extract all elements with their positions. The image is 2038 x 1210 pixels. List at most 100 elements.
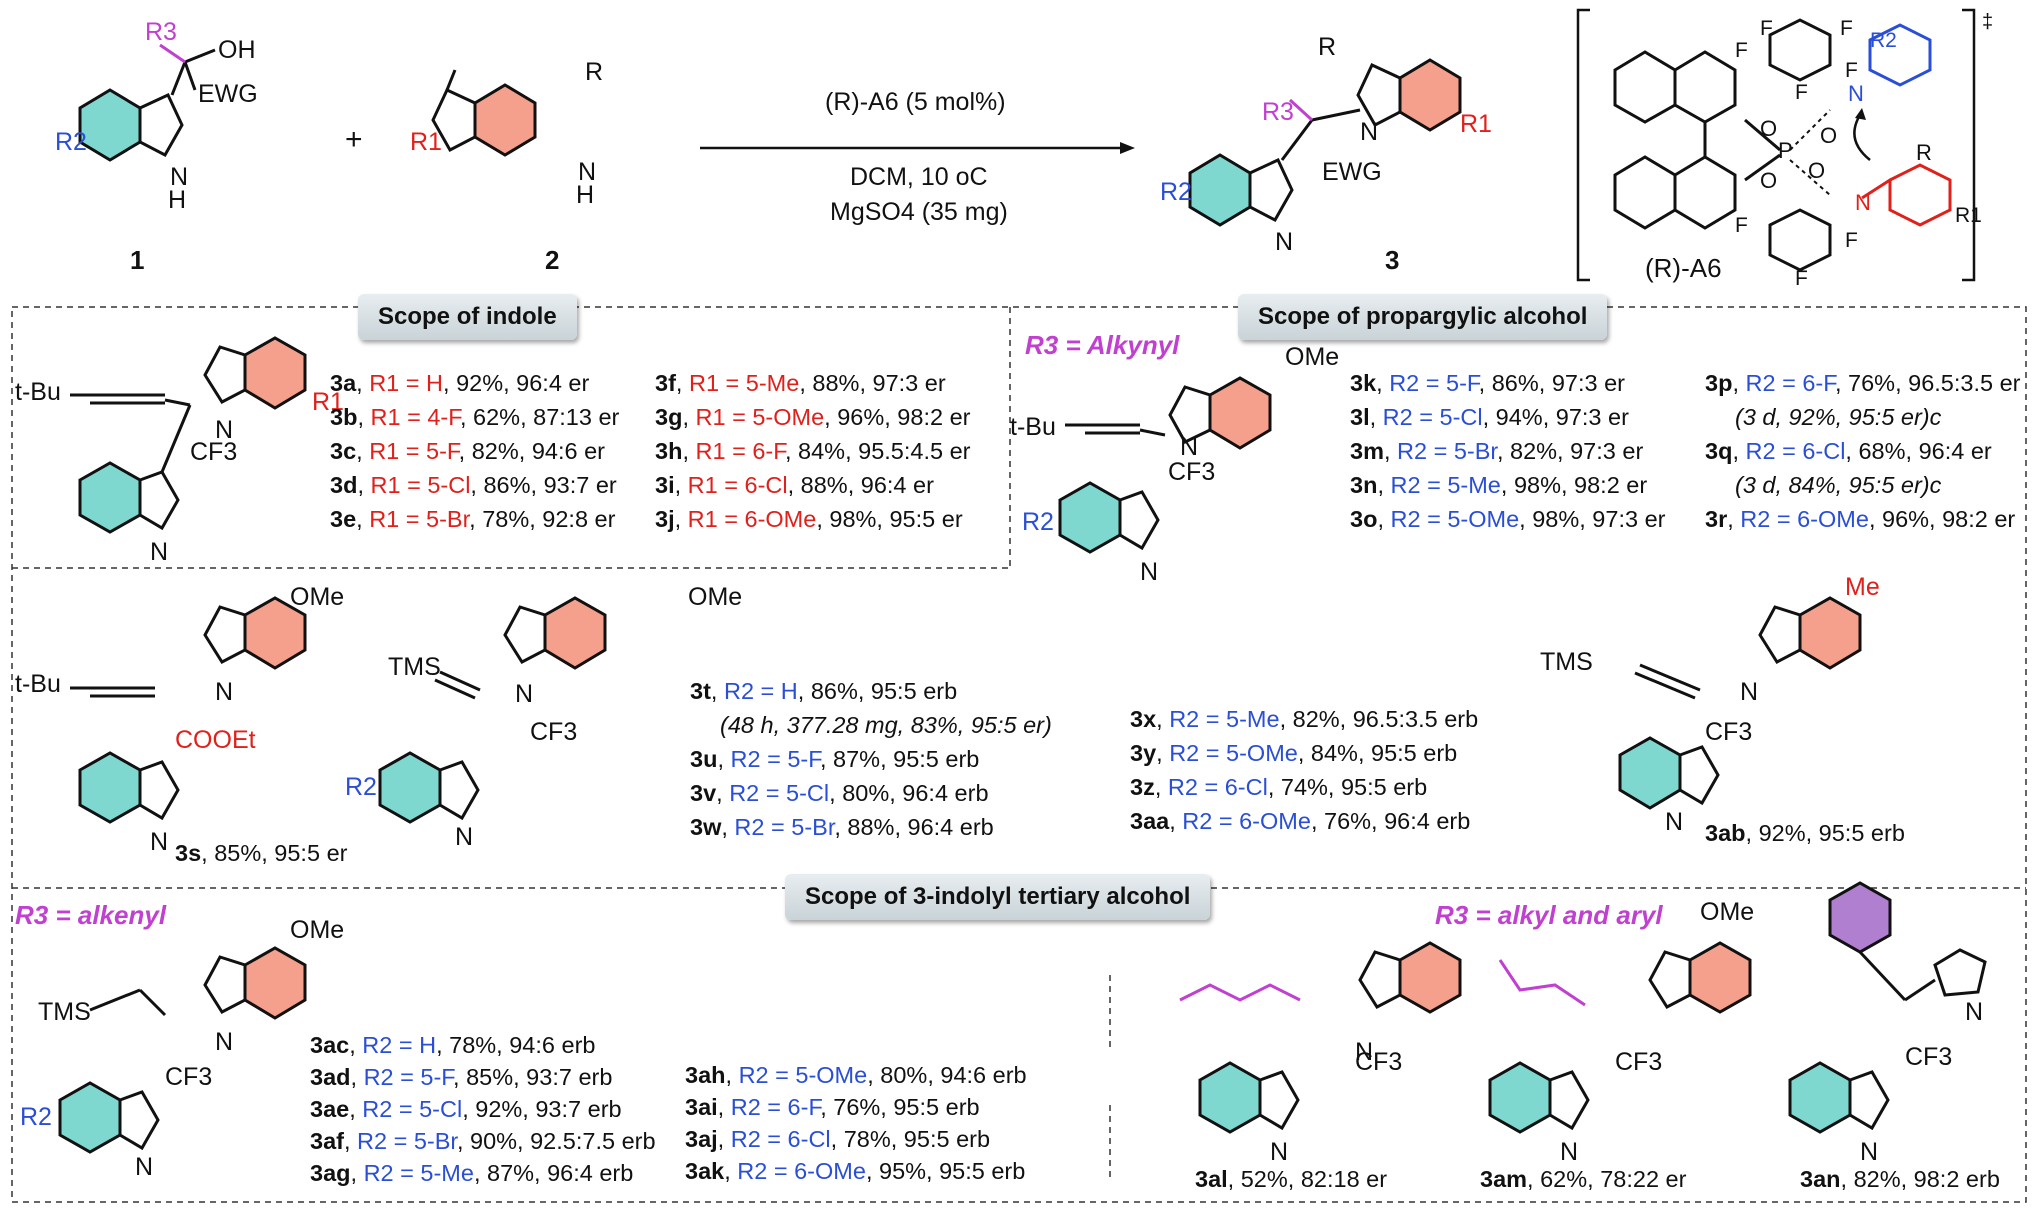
plus-sign: + [345,123,363,156]
oh-label: OH [218,36,256,64]
nh-label-3s: N [215,678,234,706]
ts-o-4: O [1820,123,1838,148]
entry-row: 3ae, R2 = 5-Cl, 92%, 93:7 erb [310,1096,622,1122]
ts-f-6: F [1735,214,1748,237]
entry-yield: 88%, 96:4 erb [847,814,994,840]
ts-r: R [1916,140,1932,165]
conditions-line-2: MgSO4 (35 mg) [830,198,1008,226]
entry-id: 3n [1350,472,1378,498]
entry-substituent: R2 = 5-Cl [362,1096,463,1122]
entry-id: 3ae [310,1096,350,1122]
entry-row: 3o, R2 = 5-OMe, 98%, 97:3 er [1350,506,1666,532]
entry-substituent: R2 = 6-OMe [1182,808,1311,834]
nh-label-3b: N [1275,228,1294,256]
entry-row: (48 h, 377.28 mg, 83%, 95:5 er) [690,713,1052,738]
entry-row: 3d, R1 = 5-Cl, 86%, 93:7 er [330,472,617,498]
nh-label-3: N [1360,118,1379,146]
entry-yield: 82%, 97:3 er [1510,438,1644,464]
entry-row: 3w, R2 = 5-Br, 88%, 96:4 erb [690,814,994,840]
r2-label-1: R2 [55,128,87,156]
product-3am-structure [1488,941,1752,1134]
tbu-label-k: t-Bu [1010,413,1056,441]
entry-row: 3t, R2 = H, 86%, 95:5 erb [690,678,958,704]
entry-row: 3ah, R2 = 5-OMe, 80%, 94:6 erb [685,1062,1027,1088]
tbu-label-a: t-Bu [15,378,61,406]
entry-substituent: R1 = 5-Me [688,370,800,396]
h-label-2: H [576,181,595,209]
entry-substituent: R2 = 6-Cl [730,1126,831,1152]
entry-row: 3ad, R2 = 5-F, 85%, 93:7 erb [310,1064,613,1090]
ts-f-5: F [1795,81,1808,104]
entry-yield: 82%, 96.5:3.5 erb [1292,706,1479,732]
entry-row: 3a, R1 = H, 92%, 96:4 er [330,370,590,396]
entry-yield: 78%, 92:8 er [482,506,616,532]
entry-yield: 96%, 98:2 er [837,404,971,430]
entry-yield: (3 d, 92%, 95:5 er)c [1735,404,1942,430]
nh-label-alkenyl2: N [135,1153,154,1181]
alkynyl-scope-structure [1058,376,1272,554]
r2-label-tms: R2 [345,773,377,801]
cf3-label-tms: CF3 [530,718,578,746]
entry-row: 3j, R1 = 6-OMe, 98%, 95:5 er [655,506,963,532]
entry-id: 3ac [310,1032,350,1058]
entry-id: 3k [1350,370,1377,396]
entry-substituent: R2 = 5-OMe [1169,740,1298,766]
r3-alkynyl-title: R3 = Alkynyl [1025,330,1180,360]
entry-id: 3z [1130,774,1155,800]
entry-row: 3i, R1 = 6-Cl, 88%, 96:4 er [655,472,934,498]
compound-2-label: 2 [545,245,560,275]
entry-id: 3x [1130,706,1157,732]
entry-substituent: R2 = 6-OMe [737,1158,866,1184]
entry-id: 3v [690,780,717,806]
entry-row: 3u, R2 = 5-F, 87%, 95:5 erb [690,746,980,772]
product-3ab-structure [1618,596,1862,810]
entry-substituent: R1 = 5-Br [369,506,470,532]
entry-substituent: R2 = 5-F [730,746,820,772]
entry-id: 3f [655,370,676,396]
entry-substituent: R2 = 5-Cl [1382,404,1483,430]
entry-id: 3aj [685,1126,718,1152]
entry-row: 3v, R2 = 5-Cl, 80%, 96:4 erb [690,780,989,806]
ts-f-4: F [1845,59,1858,82]
compound-1-structure [78,43,216,162]
entry-substituent: R2 = 5-Me [1169,706,1280,732]
entry-row: 3af, R2 = 5-Br, 90%, 92.5:7.5 erb [310,1128,656,1154]
entry-id: 3a [330,370,357,396]
entry-id: 3c [330,438,357,464]
entry-yield: 98%, 98:2 er [1513,472,1648,498]
compound-3-label: 3 [1385,245,1400,275]
entry-id: 3e [330,506,357,532]
entry-row: 3g, R1 = 5-OMe, 96%, 98:2 er [655,404,971,430]
entry-substituent: R1 = 5-Cl [370,472,471,498]
ts-f-2: F [1760,17,1773,40]
entry-yield: 78%, 95:5 erb [843,1126,991,1152]
cf3-label-3ab: CF3 [1705,718,1753,746]
entry-id: 3ag [310,1160,351,1186]
entry-id: 3r [1705,506,1728,532]
nh-label-tms: N [515,680,534,708]
reaction-arrow [700,142,1135,154]
entry-substituent: R2 = 5-Me [363,1160,474,1186]
entry-id: 3j [655,506,675,532]
entry-id: 3l [1350,404,1370,430]
entry-yield: 87%, 96:4 erb [487,1160,634,1186]
cf3-label-a: CF3 [190,438,238,466]
entry-yield: 82%, 94:6 er [471,438,605,464]
r3-label-1: R3 [145,18,177,46]
entry-yield: 80%, 96:4 erb [842,780,989,806]
entry-yield: 86%, 95:5 erb [810,678,958,704]
nh-label-a2: N [150,538,169,566]
nh-label-3ab2: N [1665,808,1684,836]
entry-row: 3m, R2 = 5-Br, 82%, 97:3 er [1350,438,1644,464]
entry-id: 3ad [310,1064,351,1090]
r3-alkenyl-title: R3 = alkenyl [15,900,167,930]
section-pill-tertiary: Scope of 3-indolyl tertiary alcohol [785,874,1211,920]
ts-r2: R2 [1870,29,1897,52]
cf3-label-k: CF3 [1168,458,1216,486]
cf3-label-alkenyl: CF3 [165,1063,213,1091]
entry-substituent: R2 = 5-OMe [1390,506,1520,532]
entry-id: 3b [330,404,358,430]
ts-nh-red: N [1855,190,1871,215]
entry-id: 3o [1350,506,1378,532]
